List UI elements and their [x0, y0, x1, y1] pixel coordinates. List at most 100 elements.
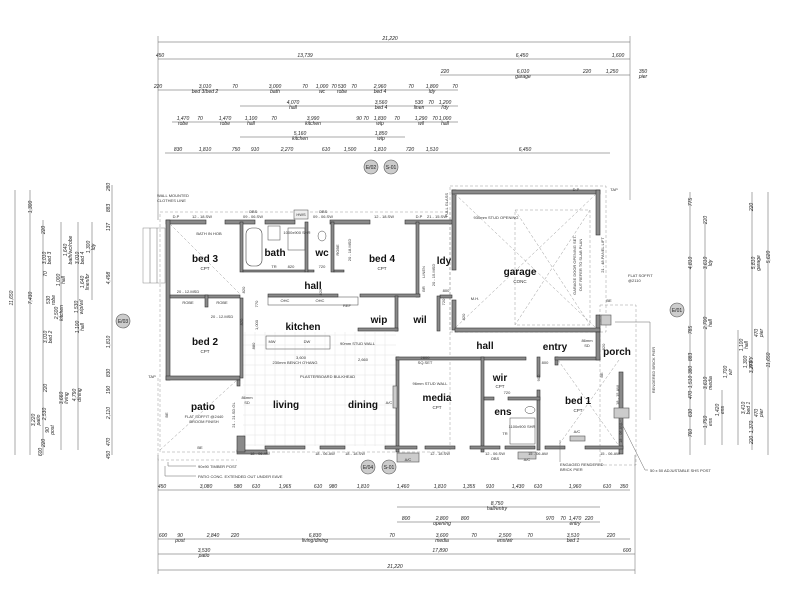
- room-label: bed 3: [192, 254, 219, 265]
- wall-segment: [357, 327, 399, 332]
- dimension-value: 1,470: [177, 116, 190, 122]
- dimension-label: hall: [289, 105, 298, 111]
- dimension-value: 530: [338, 84, 347, 90]
- plan-note: MW: [268, 339, 275, 344]
- marker-e02: E/02: [363, 159, 379, 175]
- dimension-value: 1,000: [56, 274, 62, 287]
- dimension-value: 70: [232, 84, 238, 90]
- dimension-label: ldy: [708, 259, 714, 266]
- dimension-value: 610: [314, 484, 323, 490]
- plan-note: A/C: [524, 457, 531, 462]
- dimension-label: robe: [51, 295, 57, 305]
- plan-note: D.P: [416, 214, 423, 219]
- dimension-value: 21,220: [381, 36, 398, 42]
- plan-note: BE: [606, 298, 612, 303]
- dimension-value: 800: [461, 516, 470, 522]
- plan-note: 21 - 21.SD.GL: [231, 401, 236, 427]
- dimension-label: hall: [441, 121, 450, 127]
- dimension-value: 1,355: [463, 484, 476, 490]
- wall-segment: [236, 435, 246, 453]
- dimension-label: l'dy: [441, 105, 449, 111]
- plan-note: OBS: [249, 209, 258, 214]
- dimension-value: 1,850: [375, 131, 388, 137]
- dimension-label: hall: [708, 318, 714, 327]
- dimension-value: 3,990: [307, 116, 320, 122]
- plan-note: CPT: [378, 266, 387, 271]
- marker-s01-bottom: S-01: [381, 459, 397, 475]
- plan-note: 2,660: [358, 357, 369, 362]
- dimension-value: 90: [45, 427, 51, 433]
- dimension-value: 70: [560, 516, 566, 522]
- dimension-value: 1,810: [434, 484, 447, 490]
- dimension-label: hall/entry: [487, 506, 508, 512]
- marker-e01: E/01: [669, 302, 685, 318]
- dimension-label: garage: [515, 74, 531, 80]
- plan-note: 12 - 18.SW: [430, 451, 450, 456]
- plan-note: 09 - 06.SW: [243, 214, 263, 219]
- plan-note: D.P: [173, 214, 180, 219]
- wall-segment: [333, 269, 345, 273]
- dimension-value: 4,070: [287, 100, 300, 106]
- dimension-value: 760: [688, 429, 694, 438]
- dimension-value: 910: [486, 484, 495, 490]
- dimension-value: 610: [534, 484, 543, 490]
- dimension-value: 1,810: [357, 484, 370, 490]
- dimension-value: 830: [106, 369, 112, 378]
- dimension-value: 2,270: [280, 147, 294, 153]
- dimension-label: bed 1: [746, 402, 752, 415]
- plan-note: 770: [254, 300, 259, 307]
- dimension-value: 1,290: [415, 116, 428, 122]
- dimension-value: 3,010: [43, 331, 49, 344]
- plan-note: HWS: [296, 212, 306, 217]
- dimension-value: 3,010: [75, 252, 81, 265]
- dimension-value: 3,010: [199, 84, 212, 90]
- dimension-value: 280: [106, 183, 112, 193]
- room-label: wc: [314, 248, 329, 259]
- dimension-value: 2,700: [703, 317, 709, 331]
- elevation-markers: E/02 S-01 E/04 S-01 E/01 E/03: [115, 159, 685, 475]
- dimension-label: ldy: [91, 243, 97, 250]
- plan-note: 820: [241, 286, 246, 293]
- dimension-label: hall: [80, 322, 86, 331]
- plan-note: FLAT SOFFIT: [628, 273, 653, 278]
- wall-segment: [242, 269, 306, 273]
- dimension-value: 4,810: [688, 257, 694, 270]
- dimension-label: post: [50, 425, 56, 436]
- equipment-block: [613, 407, 630, 419]
- plan-note: 1000x900 SHR: [283, 230, 310, 235]
- room-label: living: [273, 400, 299, 411]
- dimension-value: 610: [252, 484, 261, 490]
- room-label: ldy: [437, 256, 452, 267]
- walls: [165, 189, 630, 463]
- plan-note: OBS: [491, 456, 500, 461]
- dimension-label: living/dining: [302, 538, 328, 544]
- plan-note: 1,000: [254, 319, 259, 330]
- equipment-block: [569, 435, 586, 442]
- dimension-label: pier: [759, 408, 765, 418]
- dimension-value: 630: [688, 409, 694, 418]
- dimension-label: bed 4: [374, 89, 387, 95]
- wall-segment: [454, 327, 601, 333]
- room-label: wip: [370, 315, 388, 326]
- dimension-label: ens/wir: [497, 538, 513, 544]
- dimension-label: hall: [61, 275, 67, 284]
- dimension-label: bed 3/bed 2: [192, 89, 219, 95]
- dimension-value: 220: [582, 69, 592, 75]
- plan-note: WALL MOUNTED: [157, 193, 189, 198]
- plan-note: GARAGE DOOR OPENING SET-: [572, 234, 577, 294]
- wall-segment: [319, 445, 346, 450]
- dimension-value: 1,000: [439, 116, 452, 122]
- dimension-value: 1,700: [723, 366, 729, 379]
- dimension-value: 830: [174, 147, 183, 153]
- dimension-value: 2,530: [42, 408, 48, 422]
- dimension-value: 1,810: [374, 147, 387, 153]
- dimension-label: living: [64, 392, 70, 404]
- dimension-label: ldy: [429, 89, 436, 95]
- plan-note: FULL GLASS: [444, 193, 449, 217]
- room-label: ens: [494, 407, 512, 418]
- wall-segment: [307, 269, 315, 273]
- dimension-label: kitchen: [305, 121, 321, 127]
- dimension-value: 3,510: [567, 533, 580, 539]
- dimension-value: 3,560: [375, 100, 388, 106]
